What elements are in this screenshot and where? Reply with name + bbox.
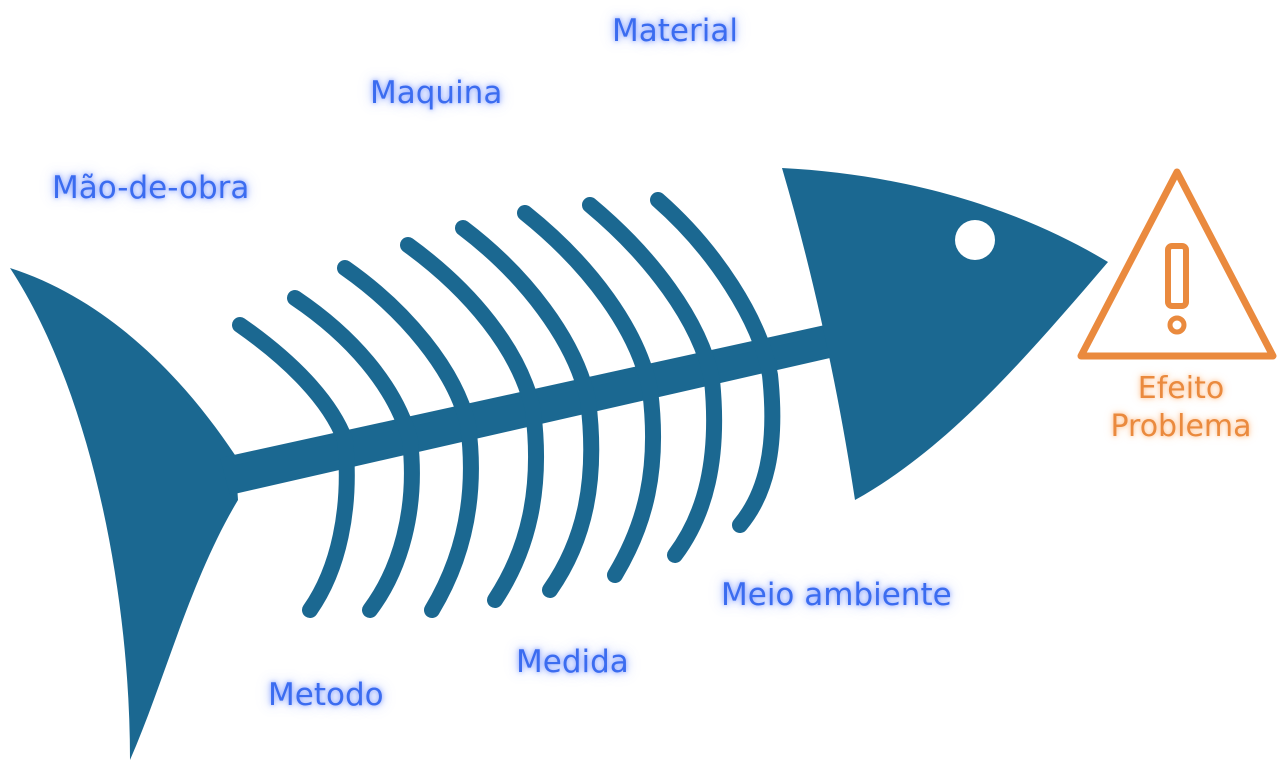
effect-line-1: Efeito	[1086, 370, 1276, 408]
fish-tail	[10, 268, 238, 760]
cause-mao-de-obra-label: Mão-de-obra	[52, 173, 249, 204]
effect-line-2: Problema	[1086, 408, 1276, 446]
cause-maquina-label: Maquina	[370, 78, 502, 109]
cause-material-label: Material	[612, 16, 738, 47]
cause-medida-label: Medida	[516, 647, 629, 678]
fish-eye	[955, 220, 995, 260]
effect-problem-label: Efeito Problema	[1086, 370, 1276, 445]
exclamation-bar	[1168, 246, 1186, 306]
exclamation-dot	[1170, 318, 1184, 332]
cause-metodo-label: Metodo	[268, 680, 384, 711]
warning-triangle-outline	[1081, 172, 1273, 356]
warning-triangle-icon	[1081, 172, 1273, 356]
fish-head	[782, 168, 1108, 500]
cause-meio-ambiente-label: Meio ambiente	[721, 580, 952, 611]
